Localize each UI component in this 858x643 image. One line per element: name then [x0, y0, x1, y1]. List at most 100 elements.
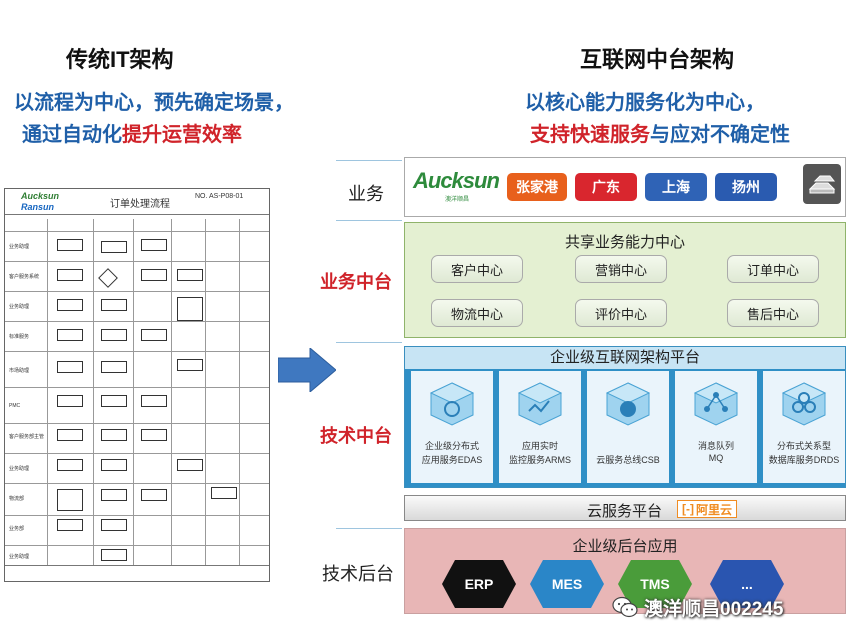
edas-cube-icon [429, 382, 475, 426]
grid-row [5, 423, 269, 424]
flow-box [101, 241, 127, 253]
app-erp-label: ERP [464, 576, 494, 592]
flow-box [101, 395, 127, 407]
mq-cube-icon [693, 382, 739, 426]
separator [336, 528, 402, 529]
mq-line2: MQ [708, 453, 724, 463]
separator [336, 342, 402, 343]
right-subtitle-1: 以核心能力服务化为中心， [525, 92, 765, 114]
app-erp: ERP [441, 559, 517, 609]
separator [336, 160, 402, 161]
arms-line1: 应用实时 [521, 441, 558, 451]
left-subtitle-2-blue: 通过自动化 [22, 124, 122, 146]
service-csb: 云服务总线CSB [587, 371, 669, 483]
flow-box [101, 519, 127, 531]
csb-cube-icon [605, 382, 651, 426]
app-tms-label: TMS [640, 576, 670, 592]
document-header: Aucksun Ransun 订单处理流程 NO. AS-P08-01 [5, 189, 269, 215]
flow-box [57, 239, 83, 251]
flow-box [57, 361, 83, 373]
flow-box [177, 359, 203, 371]
left-title: 传统IT架构 [66, 47, 174, 72]
aliyun-bracket-icon: [-] [682, 502, 694, 516]
left-subtitle-2: 通过自动化提升运营效率 [22, 118, 242, 147]
grid-row [5, 453, 269, 454]
flow-box [177, 297, 203, 321]
document-number: NO. AS-P08-01 [195, 193, 244, 200]
row-label: 标准服务 [9, 334, 30, 340]
flow-box [101, 329, 127, 341]
app-mes: MES [529, 559, 605, 609]
grid-row [5, 321, 269, 322]
flow-box [177, 269, 203, 281]
wechat-watermark: 澳洋顺昌002245 [612, 592, 783, 622]
row-label: 市场助理 [9, 368, 30, 374]
mq-line1: 消息队列 [697, 441, 734, 451]
flow-box [57, 489, 83, 511]
aliyun-logo: [-] 阿里云 [677, 500, 738, 518]
row-label: 业务部 [9, 526, 25, 532]
grid-row [5, 545, 269, 546]
right-subtitle-2-blue: 与应对不确定性 [650, 124, 790, 146]
center-customer: 客户中心 [431, 255, 523, 283]
flow-box [141, 269, 167, 281]
row-label: 客户服务部主管 [9, 434, 45, 440]
grid-row [5, 231, 269, 232]
flow-box [57, 269, 83, 281]
gold-bars-icon [803, 164, 841, 204]
brand-logo-subtext: 澳洋顺昌 [445, 197, 470, 203]
row-label: 物流部 [9, 496, 25, 502]
center-marketing: 营销中心 [575, 255, 667, 283]
cloud-platform-title: 云服务平台 [587, 503, 663, 520]
flow-box [211, 487, 237, 499]
drds-cube-icon [781, 382, 827, 426]
flow-box [177, 459, 203, 471]
flow-box [101, 489, 127, 501]
flow-box [101, 429, 127, 441]
flow-box [141, 329, 167, 341]
shared-center-title: 共享业务能力中心 [564, 234, 685, 251]
edas-line1: 企业级分布式 [424, 441, 479, 451]
right-subtitle-2-red: 支持快速服务 [530, 124, 650, 146]
separator [336, 220, 402, 221]
flow-box [57, 329, 83, 341]
document-title: 订单处理流程 [110, 199, 170, 210]
city-guangdong: 广东 [575, 173, 637, 201]
left-subtitle-1: 以流程为中心，预先确定场景， [14, 92, 294, 114]
grid-row [5, 515, 269, 516]
row-label-business: 业务 [348, 184, 384, 204]
row-label: 业务助理 [9, 244, 30, 250]
grid-row [5, 261, 269, 262]
flow-box [101, 361, 127, 373]
flow-box [141, 239, 167, 251]
service-edas: 企业级分布式 应用服务EDAS [411, 371, 493, 483]
city-zhangjiagang: 张家港 [507, 173, 567, 201]
flow-box [141, 489, 167, 501]
grid-row [5, 351, 269, 352]
app-tms: TMS [617, 559, 693, 609]
brand-logo: Aucksun [413, 168, 500, 193]
row-label-business-middle: 业务中台 [320, 272, 392, 292]
center-order: 订单中心 [727, 255, 819, 283]
flow-box [141, 429, 167, 441]
wechat-icon [612, 596, 638, 618]
flow-box [101, 549, 127, 561]
document-logo-aucksun: Aucksun [21, 191, 60, 201]
drds-line2: 数据库服务DRDS [768, 455, 840, 465]
grid-row [5, 483, 269, 484]
arms-cube-icon [517, 382, 563, 426]
row-label-tech-middle: 技术中台 [320, 426, 392, 446]
document-grid: 业务助理 客户服务系统 业务助理 标准服务 市场助理 PMC 客户服务部主管 业… [5, 219, 269, 565]
flow-box [57, 459, 83, 471]
arms-line2: 监控服务ARMS [508, 455, 571, 465]
grid-col [93, 219, 94, 565]
city-yangzhou: 扬州 [715, 173, 777, 201]
flow-box [141, 395, 167, 407]
row-label: 业务助理 [9, 554, 30, 560]
flow-box [57, 429, 83, 441]
center-after-sales: 售后中心 [727, 299, 819, 327]
service-arms: 应用实时 监控服务ARMS [499, 371, 581, 483]
right-title: 互联网中台架构 [580, 47, 735, 72]
flowchart-document: Aucksun Ransun 订单处理流程 NO. AS-P08-01 业务助理… [4, 188, 270, 582]
grid-col [239, 219, 240, 565]
